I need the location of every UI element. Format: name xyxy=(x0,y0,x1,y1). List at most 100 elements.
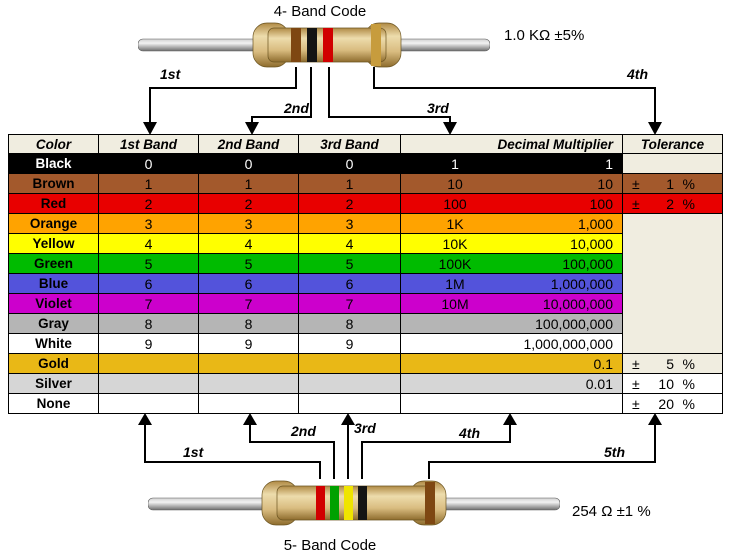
multiplier-cell xyxy=(400,393,623,414)
multiplier-short: 10K xyxy=(442,236,468,252)
band3-value: 1 xyxy=(298,173,401,194)
multiplier-long: 1,000 xyxy=(577,216,613,232)
tolerance-sign: ± xyxy=(632,176,640,192)
tolerance-percent: % xyxy=(682,356,695,372)
arrow-line-4th xyxy=(361,423,511,479)
four-band-resistor-graphic xyxy=(138,22,490,68)
band1-value: 5 xyxy=(98,253,199,274)
band-1 xyxy=(291,28,301,62)
band2-value: 0 xyxy=(198,153,299,174)
color-name: Orange xyxy=(8,213,99,234)
bottom-arrow-label-5th: 5th xyxy=(604,444,625,460)
multiplier-long: 1,000,000,000 xyxy=(523,336,613,352)
multiplier-short: 1K xyxy=(446,216,464,232)
color-name: Blue xyxy=(8,273,99,294)
band1-value xyxy=(98,373,199,394)
band-4 xyxy=(358,486,367,520)
color-name: Silver xyxy=(8,373,99,394)
band3-value: 0 xyxy=(298,153,401,174)
tolerance-value: 10 xyxy=(658,376,674,392)
multiplier-short: 10M xyxy=(441,296,469,312)
band-1 xyxy=(316,486,325,520)
band3-value: 9 xyxy=(298,333,401,354)
multiplier-long: 0.01 xyxy=(585,376,613,392)
band1-value xyxy=(98,353,199,374)
multiplier-cell: 0.1 xyxy=(400,353,623,374)
band2-value: 6 xyxy=(198,273,299,294)
band2-value: 4 xyxy=(198,233,299,254)
bottom-arrow-label-4th: 4th xyxy=(459,425,480,441)
band2-value: 3 xyxy=(198,213,299,234)
arrowhead-3rd xyxy=(341,413,355,425)
color-name: Gray xyxy=(8,313,99,334)
arrow-line-5th xyxy=(428,423,656,479)
top-arrow-label-3rd: 3rd xyxy=(427,100,449,116)
five-band-resistor-graphic xyxy=(148,480,560,526)
four-band-example-value: 1.0 KΩ ±5% xyxy=(504,27,585,44)
multiplier-cell: 100,000,000 xyxy=(400,313,623,334)
five-band-code-title: 5- Band Code xyxy=(283,537,377,554)
tolerance-value: 2 xyxy=(666,196,674,212)
five-band-example-value: 254 Ω ±1 % xyxy=(572,503,651,520)
color-name: Brown xyxy=(8,173,99,194)
header-1st-band: 1st Band xyxy=(98,134,199,154)
multiplier-short: 1M xyxy=(445,276,465,292)
color-name: Violet xyxy=(8,293,99,314)
header-decimal-multiplier: Decimal Multiplier xyxy=(400,134,623,154)
multiplier-long: 1 xyxy=(605,156,613,172)
band2-value: 1 xyxy=(198,173,299,194)
multiplier-cell: 0.01 xyxy=(400,373,623,394)
band2-value: 7 xyxy=(198,293,299,314)
multiplier-long: 1,000,000 xyxy=(550,276,613,292)
header-2nd-band: 2nd Band xyxy=(198,134,299,154)
multiplier-long: 0.1 xyxy=(593,356,613,372)
band1-value xyxy=(98,393,199,414)
band2-value: 8 xyxy=(198,313,299,334)
tolerance-cell: ±10% xyxy=(622,373,723,394)
band-2 xyxy=(330,486,339,520)
arrowhead-2nd xyxy=(243,413,257,425)
band2-value: 5 xyxy=(198,253,299,274)
header-tolerance: Tolerance xyxy=(622,134,723,154)
top-arrow-label-4th: 4th xyxy=(627,66,648,82)
tolerance-percent: % xyxy=(682,376,695,392)
tolerance-sign: ± xyxy=(632,196,640,212)
band1-value: 4 xyxy=(98,233,199,254)
arrow-line-3rd xyxy=(328,67,451,124)
row-none: None±20% xyxy=(8,393,723,414)
tolerance-cell: ±5% xyxy=(622,353,723,374)
tolerance-sign: ± xyxy=(632,396,640,412)
color-name: Yellow xyxy=(8,233,99,254)
band2-value: 2 xyxy=(198,193,299,214)
multiplier-cell: 1K 1,000 xyxy=(400,213,623,234)
tolerance-cell xyxy=(622,213,723,354)
resistor-body-middle xyxy=(276,485,433,521)
color-name: Red xyxy=(8,193,99,214)
band3-value: 3 xyxy=(298,213,401,234)
band3-value: 2 xyxy=(298,193,401,214)
band1-value: 6 xyxy=(98,273,199,294)
bottom-arrow-label-1st: 1st xyxy=(183,444,204,460)
tolerance-value: 5 xyxy=(666,356,674,372)
band1-value: 9 xyxy=(98,333,199,354)
tolerance-cell: ±20% xyxy=(622,393,723,414)
band-4 xyxy=(371,24,381,66)
tolerance-percent: % xyxy=(682,396,695,412)
tolerance-cell: ±2% xyxy=(622,193,723,214)
band3-value: 7 xyxy=(298,293,401,314)
multiplier-long: 10,000 xyxy=(570,236,613,252)
